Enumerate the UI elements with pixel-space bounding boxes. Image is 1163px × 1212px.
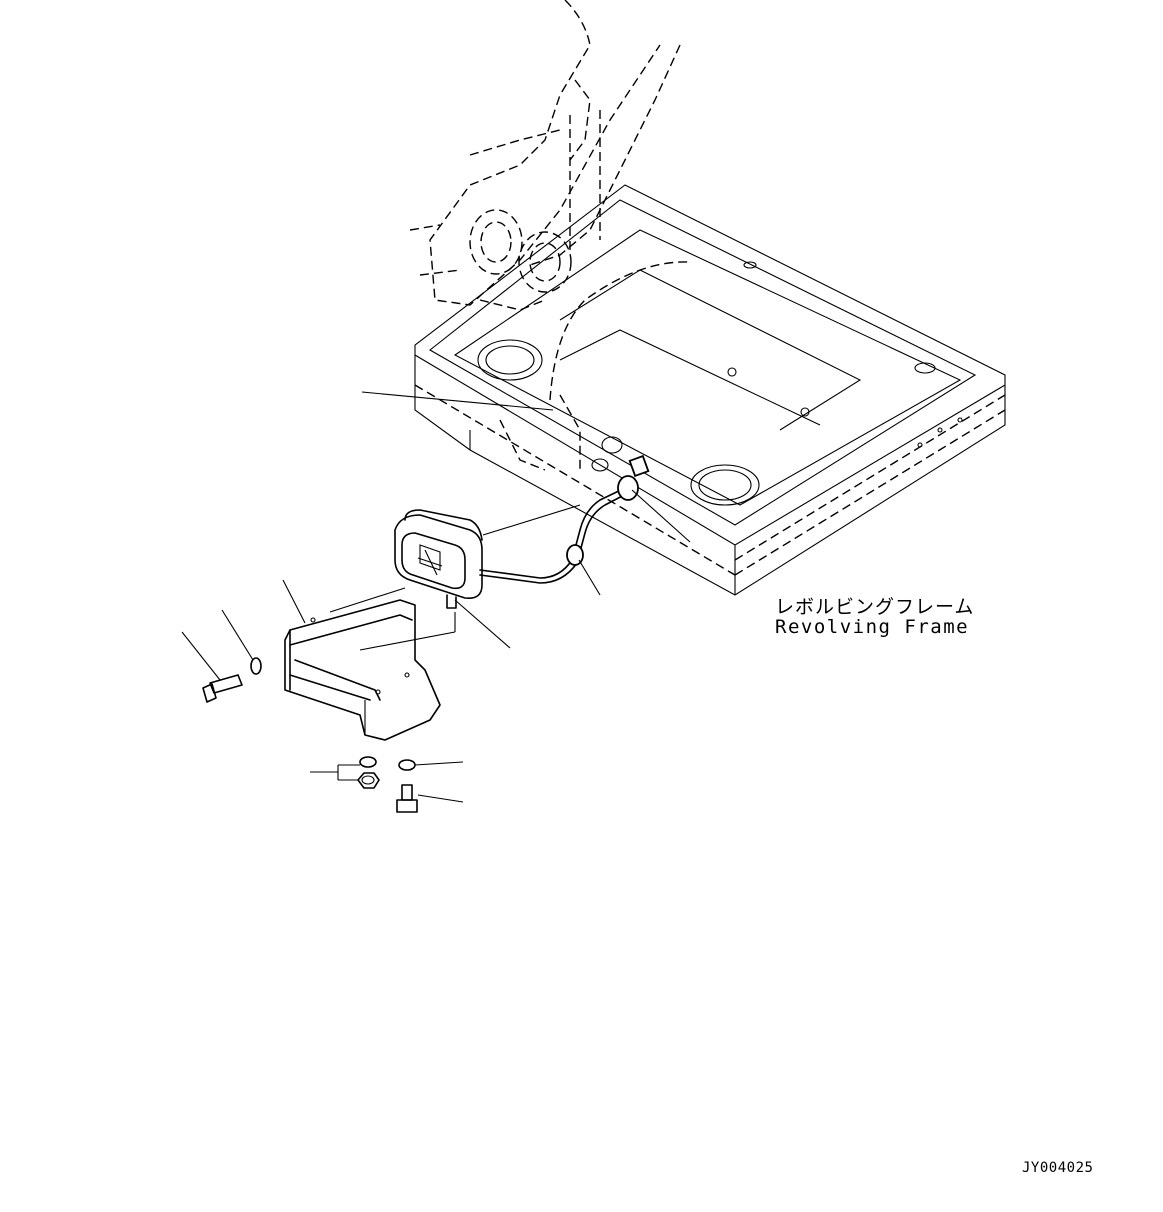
boom-phantom: [409, 0, 681, 311]
frame-label-japanese: レボルビングフレーム: [775, 596, 975, 618]
work-lamp: [394, 509, 483, 609]
lamp-harness: [479, 454, 650, 584]
leader-lines: [181, 391, 691, 803]
drawing-number: JY004025: [1022, 1160, 1094, 1176]
revolving-frame: [414, 184, 1006, 596]
lamp-bracket: [284, 599, 441, 741]
frame-label-english: Revolving Frame: [775, 616, 970, 638]
fasteners: [202, 657, 418, 813]
